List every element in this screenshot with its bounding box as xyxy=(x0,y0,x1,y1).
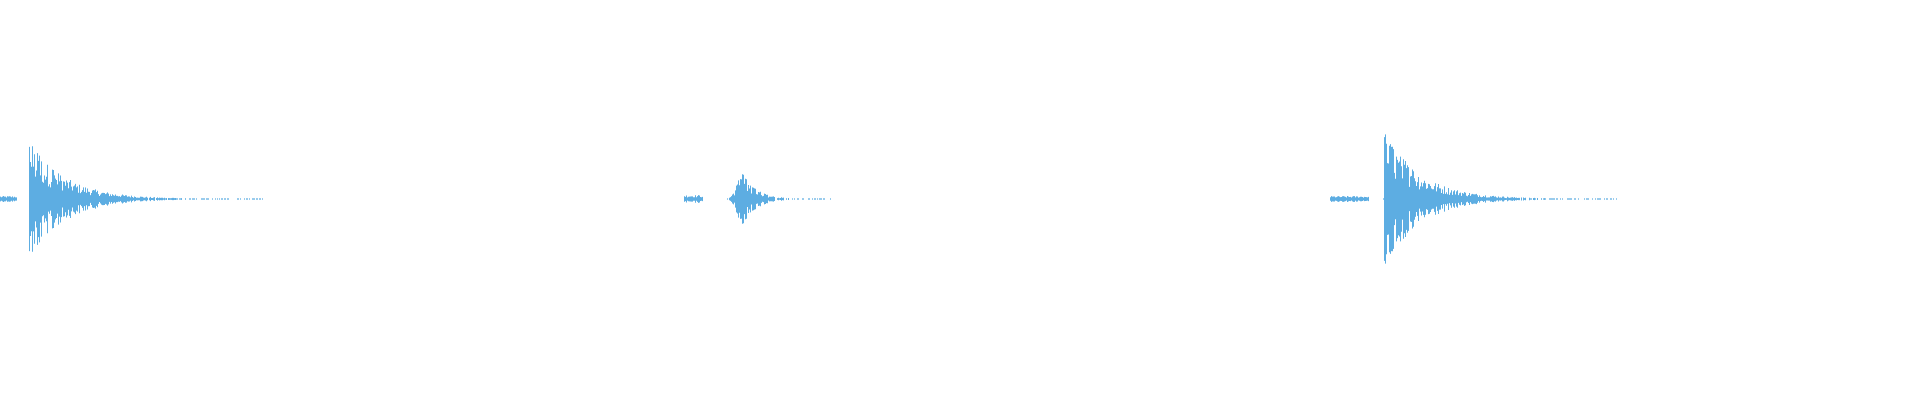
waveform-clip-3[interactable] xyxy=(1330,134,1617,264)
waveform-clip-1[interactable] xyxy=(0,146,263,252)
waveform-samples xyxy=(0,134,1617,264)
waveform-clip-2[interactable] xyxy=(684,174,831,224)
